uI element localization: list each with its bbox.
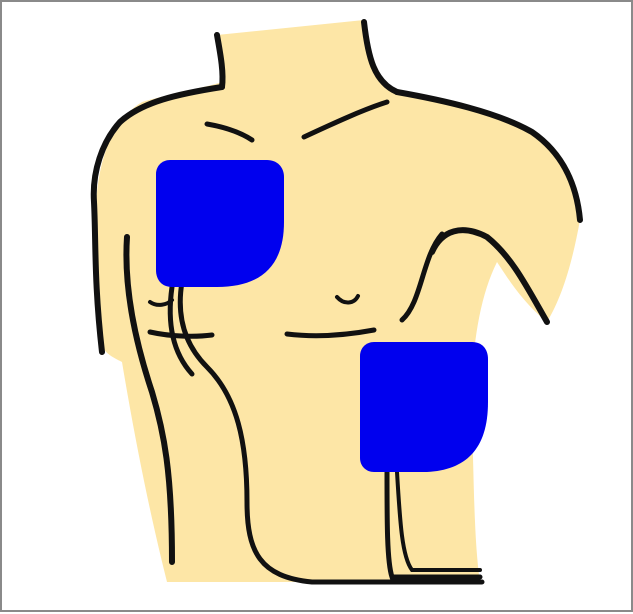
upper-right-chest-pad xyxy=(156,160,284,287)
lower-left-side-pad xyxy=(360,342,488,472)
torso-body xyxy=(93,20,580,582)
